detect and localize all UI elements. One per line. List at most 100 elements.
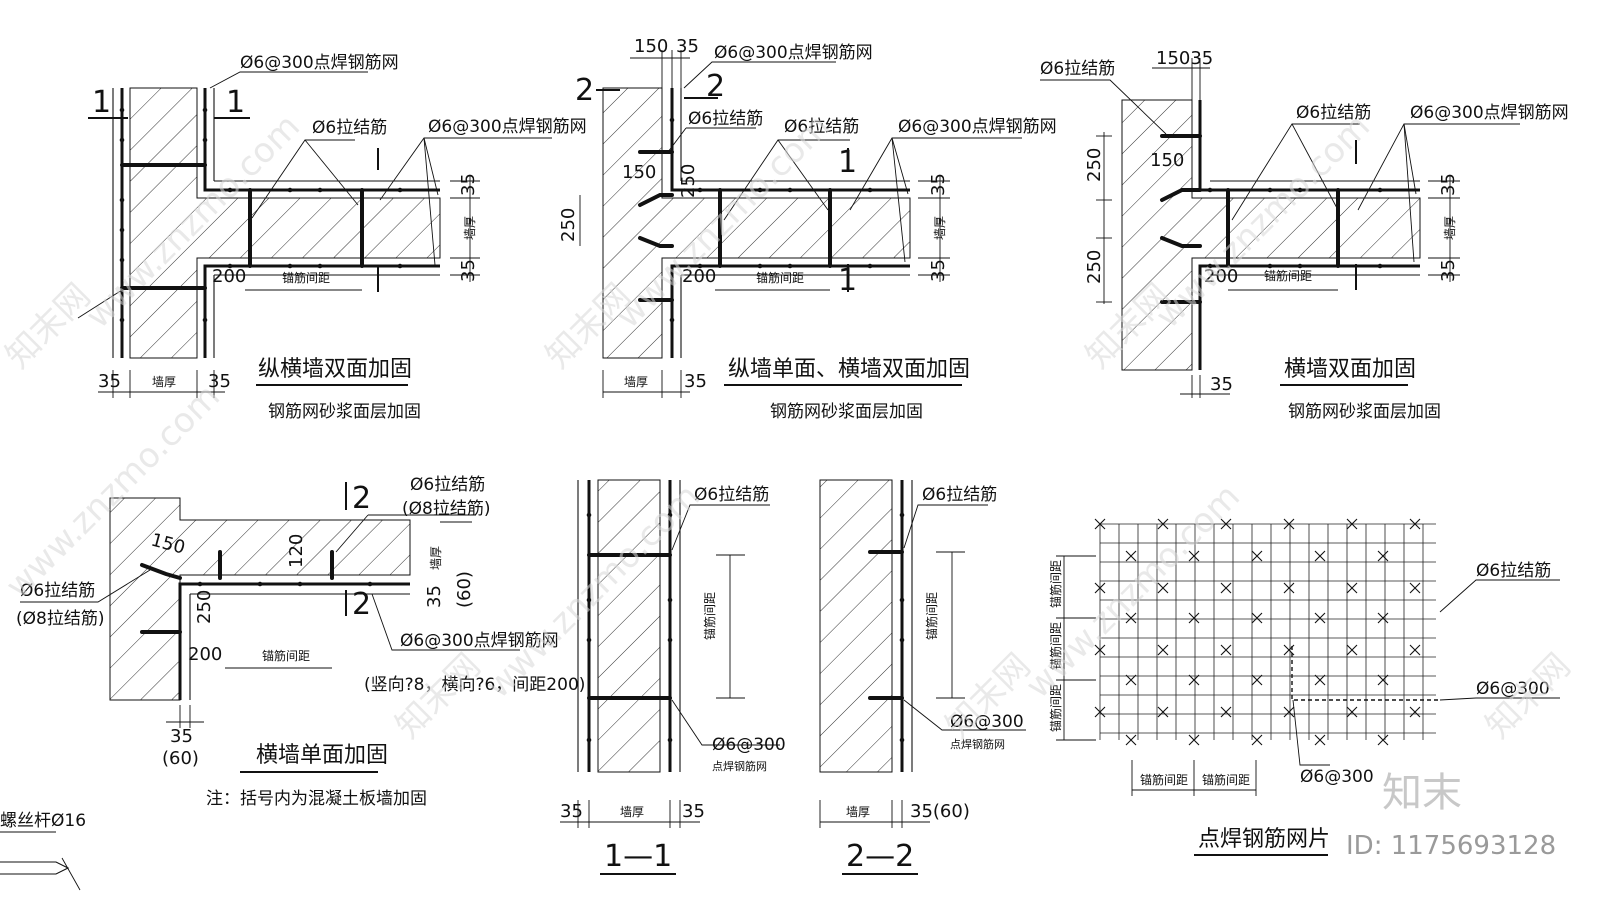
mesh-sheet: Ø6拉结筋 Ø6@300 Ø6@300 锚筋间距 锚筋间距 锚筋间距 锚筋间距 … [1048, 518, 1560, 856]
s11-mesh-label: Ø6@300 [712, 735, 786, 755]
d3-tie-top-label: Ø6拉结筋 [1040, 59, 1115, 79]
s22-title: 2—2 [846, 839, 914, 874]
d4-note: 注：括号内为混凝土板墙加固 [206, 789, 427, 809]
d4-mesh-label: Ø6@300点焊钢筋网 [400, 631, 559, 651]
svg-text:锚筋间距: 锚筋间距 [702, 592, 717, 640]
mesh-spacing-label: Ø6@300 [1476, 679, 1550, 699]
svg-text:35: 35 [928, 173, 949, 196]
mesh-tie-mark [1409, 518, 1421, 530]
svg-text:35: 35 [170, 726, 193, 747]
s22-wall-hatch [819, 479, 893, 773]
d4-tie-left-label: Ø6拉结筋 [20, 581, 95, 601]
svg-text:2: 2 [352, 587, 371, 622]
mesh-tie-label: Ø6拉结筋 [1476, 561, 1551, 581]
image-id: ID: 1175693128 [1346, 831, 1556, 861]
svg-text:墙厚: 墙厚 [1443, 216, 1457, 240]
svg-text:墙厚: 墙厚 [846, 805, 870, 819]
d1-cut-right: 1 [226, 85, 245, 120]
svg-text:锚筋间距: 锚筋间距 [262, 648, 310, 663]
d2-tie-label: Ø6拉结筋 [784, 117, 859, 137]
d2-subtitle: 钢筋网砂浆面层加固 [770, 402, 923, 422]
svg-text:35(60): 35(60) [910, 801, 970, 822]
svg-text:35: 35 [1210, 374, 1233, 395]
mesh-tie-mark [1220, 706, 1232, 718]
mesh-tie-mark [1314, 674, 1326, 686]
mesh-tie-mark [1283, 518, 1295, 530]
svg-text:250: 250 [194, 590, 215, 624]
svg-text:35: 35 [458, 173, 479, 196]
mesh-title: 点焊钢筋网片 [1198, 827, 1330, 852]
mesh-grid [1094, 518, 1440, 746]
d1-dim-200: 200 [212, 266, 246, 287]
bolt-fragment: 螺丝杆Ø16 [0, 811, 86, 891]
svg-text:墙厚: 墙厚 [463, 216, 477, 240]
mesh-tie-mark [1251, 734, 1263, 746]
svg-text:35: 35 [424, 585, 445, 608]
mesh-tie-mark [1220, 582, 1232, 594]
svg-text:墙厚: 墙厚 [429, 546, 443, 570]
svg-text:2: 2 [575, 73, 594, 108]
svg-text:锚筋间距: 锚筋间距 [1202, 772, 1250, 787]
mesh-tie-mark [1346, 706, 1358, 718]
svg-text:250: 250 [1084, 250, 1105, 284]
svg-text:35: 35 [928, 259, 949, 282]
d4-tie-label: Ø6拉结筋 [410, 475, 485, 495]
d1-cut-left: 1 [92, 85, 111, 120]
s11-tie-label: Ø6拉结筋 [694, 485, 769, 505]
svg-text:锚筋间距: 锚筋间距 [924, 592, 939, 640]
svg-text:(60): (60) [162, 748, 199, 769]
mesh-tie-mark [1094, 706, 1106, 718]
svg-text:www.znzmo.com: www.znzmo.com [478, 476, 708, 706]
svg-text:1: 1 [838, 263, 857, 298]
svg-text:锚筋间距: 锚筋间距 [1048, 560, 1063, 608]
mesh-tie-mark [1283, 706, 1295, 718]
mesh-tie-mark [1157, 706, 1169, 718]
mesh-tie-mark [1251, 612, 1263, 624]
svg-text:墙厚: 墙厚 [933, 216, 947, 240]
detail-1: 1 1 Ø6@300点焊钢筋网 Ø6拉结筋 Ø6@300点焊钢筋网 35 墙厚 … [77, 53, 587, 422]
s11-wall-hatch [597, 479, 661, 773]
mesh-tie-mark [1283, 582, 1295, 594]
mesh-tie-mark [1409, 644, 1421, 656]
d4-mesh-note: (竖向?8，横向?6，间距200) [364, 675, 585, 695]
mesh-tie-mark [1157, 582, 1169, 594]
d4-title: 横墙单面加固 [256, 743, 388, 768]
d3-subtitle: 钢筋网砂浆面层加固 [1288, 402, 1441, 422]
mesh-tie-mark [1314, 734, 1326, 746]
mesh-tie-mark [1188, 550, 1200, 562]
d3-mesh-right-label: Ø6@300点焊钢筋网 [1410, 103, 1569, 123]
d3-wall-hatch [1121, 99, 1421, 371]
svg-text:200: 200 [682, 266, 716, 287]
s22-mesh-sub: 点焊钢筋网 [950, 737, 1005, 751]
svg-text:15035: 15035 [1156, 48, 1213, 69]
d1-title: 纵横墙双面加固 [258, 357, 412, 382]
svg-text:35: 35 [1438, 173, 1459, 196]
svg-text:知末网: 知末网 [388, 646, 488, 746]
mesh-tie-mark [1251, 674, 1263, 686]
mesh-tie-mark [1314, 612, 1326, 624]
mesh-tie-mark [1377, 612, 1389, 624]
detail-4: Ø6拉结筋 (Ø8拉结筋) 2 2 150 120 250 Ø6拉结筋 (Ø8拉… [16, 475, 585, 809]
svg-text:150: 150 [1150, 150, 1184, 171]
svg-text:锚筋间距: 锚筋间距 [1048, 684, 1063, 732]
d1-tie-label: Ø6拉结筋 [312, 118, 387, 138]
mesh-tie-mark [1125, 550, 1137, 562]
mesh-tie-mark [1094, 644, 1106, 656]
svg-text:墙厚: 墙厚 [620, 805, 644, 819]
d1-wall-hatch [129, 87, 441, 359]
d2-wall-hatch [602, 87, 911, 359]
svg-text:250: 250 [1084, 148, 1105, 182]
s11-mesh-sub: 点焊钢筋网 [712, 759, 767, 773]
svg-text:150: 150 [634, 36, 668, 57]
svg-text:锚筋间距: 锚筋间距 [1048, 622, 1063, 670]
mesh-tie-mark [1157, 644, 1169, 656]
section-2-2: Ø6拉结筋 锚筋间距 Ø6@300 点焊钢筋网 墙厚 35(60) 2—2 [819, 479, 1026, 875]
d1-anchor-label: 锚筋间距 [282, 270, 330, 285]
mesh-tie-mark [1251, 550, 1263, 562]
svg-text:(60): (60) [454, 571, 475, 608]
mesh-tie-mark [1346, 582, 1358, 594]
s11-title: 1—1 [604, 839, 672, 874]
svg-text:锚筋间距: 锚筋间距 [756, 270, 804, 285]
d2-title: 纵墙单面、横墙双面加固 [728, 357, 970, 382]
